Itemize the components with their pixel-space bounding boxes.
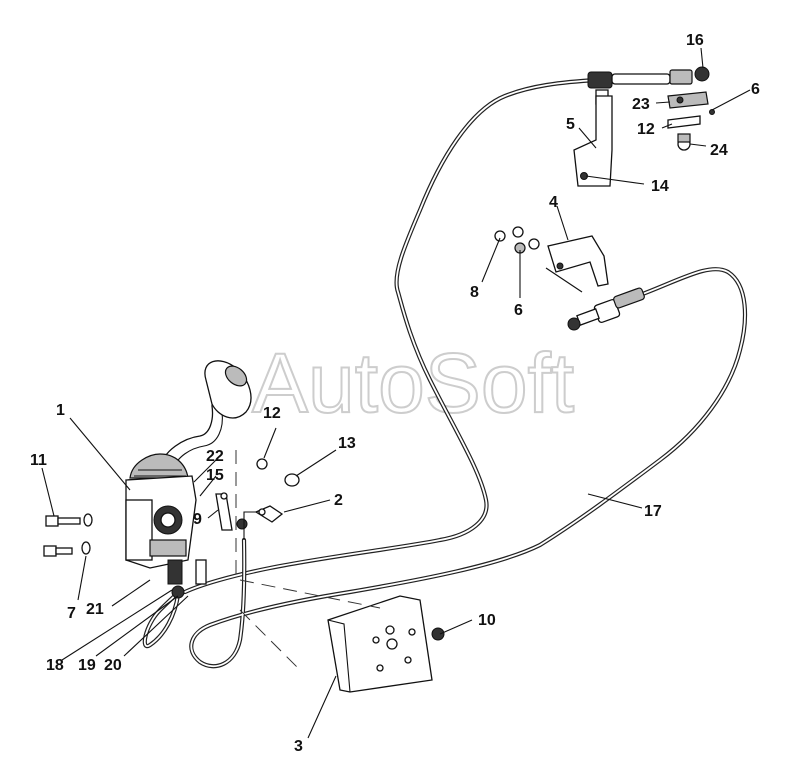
cable-end-4 <box>567 287 645 331</box>
leader-lines <box>41 47 751 739</box>
callout-20: 20 <box>104 657 122 674</box>
callout-numbers: 16 6 23 5 12 24 14 4 8 6 1 12 13 22 11 1… <box>30 32 760 755</box>
callout-9: 9 <box>193 511 202 528</box>
callout-2: 2 <box>334 492 343 509</box>
callout-22: 22 <box>206 448 224 465</box>
bolts-11-7 <box>43 513 93 557</box>
callout-12-top: 12 <box>637 121 655 138</box>
callout-18: 18 <box>46 657 64 674</box>
link-parts-23-12-24 <box>667 91 715 151</box>
shift-lever-assembly <box>125 360 252 599</box>
watermark-text: AutoSoft <box>252 336 574 430</box>
callout-11: 11 <box>30 452 47 469</box>
callout-7: 7 <box>67 605 76 622</box>
callout-15: 15 <box>206 467 224 484</box>
callout-23: 23 <box>632 96 650 113</box>
bracket-4 <box>494 226 609 287</box>
cable-17 <box>189 267 748 669</box>
callout-8: 8 <box>470 284 479 301</box>
bracket-5 <box>573 95 613 187</box>
nut-12-13 <box>256 458 300 487</box>
callout-16: 16 <box>686 32 704 49</box>
assembly-lines <box>235 267 583 671</box>
callout-21: 21 <box>86 601 104 618</box>
cable-end-2 <box>243 505 284 540</box>
callout-6-mid: 6 <box>514 302 523 319</box>
mounting-plate-3 <box>327 595 445 693</box>
callout-13: 13 <box>338 435 356 452</box>
callout-6-top: 6 <box>751 81 760 98</box>
callout-1: 1 <box>56 402 65 419</box>
callout-17: 17 <box>644 503 662 520</box>
callout-12-low: 12 <box>263 405 281 422</box>
link-9-15 <box>215 492 248 531</box>
callout-14: 14 <box>651 178 669 195</box>
callout-10: 10 <box>478 612 496 629</box>
callout-3: 3 <box>294 738 303 755</box>
cable-upper <box>182 77 601 595</box>
callout-24: 24 <box>710 142 728 159</box>
callout-4: 4 <box>549 194 558 211</box>
callout-19: 19 <box>78 657 96 674</box>
callout-5: 5 <box>566 116 575 133</box>
